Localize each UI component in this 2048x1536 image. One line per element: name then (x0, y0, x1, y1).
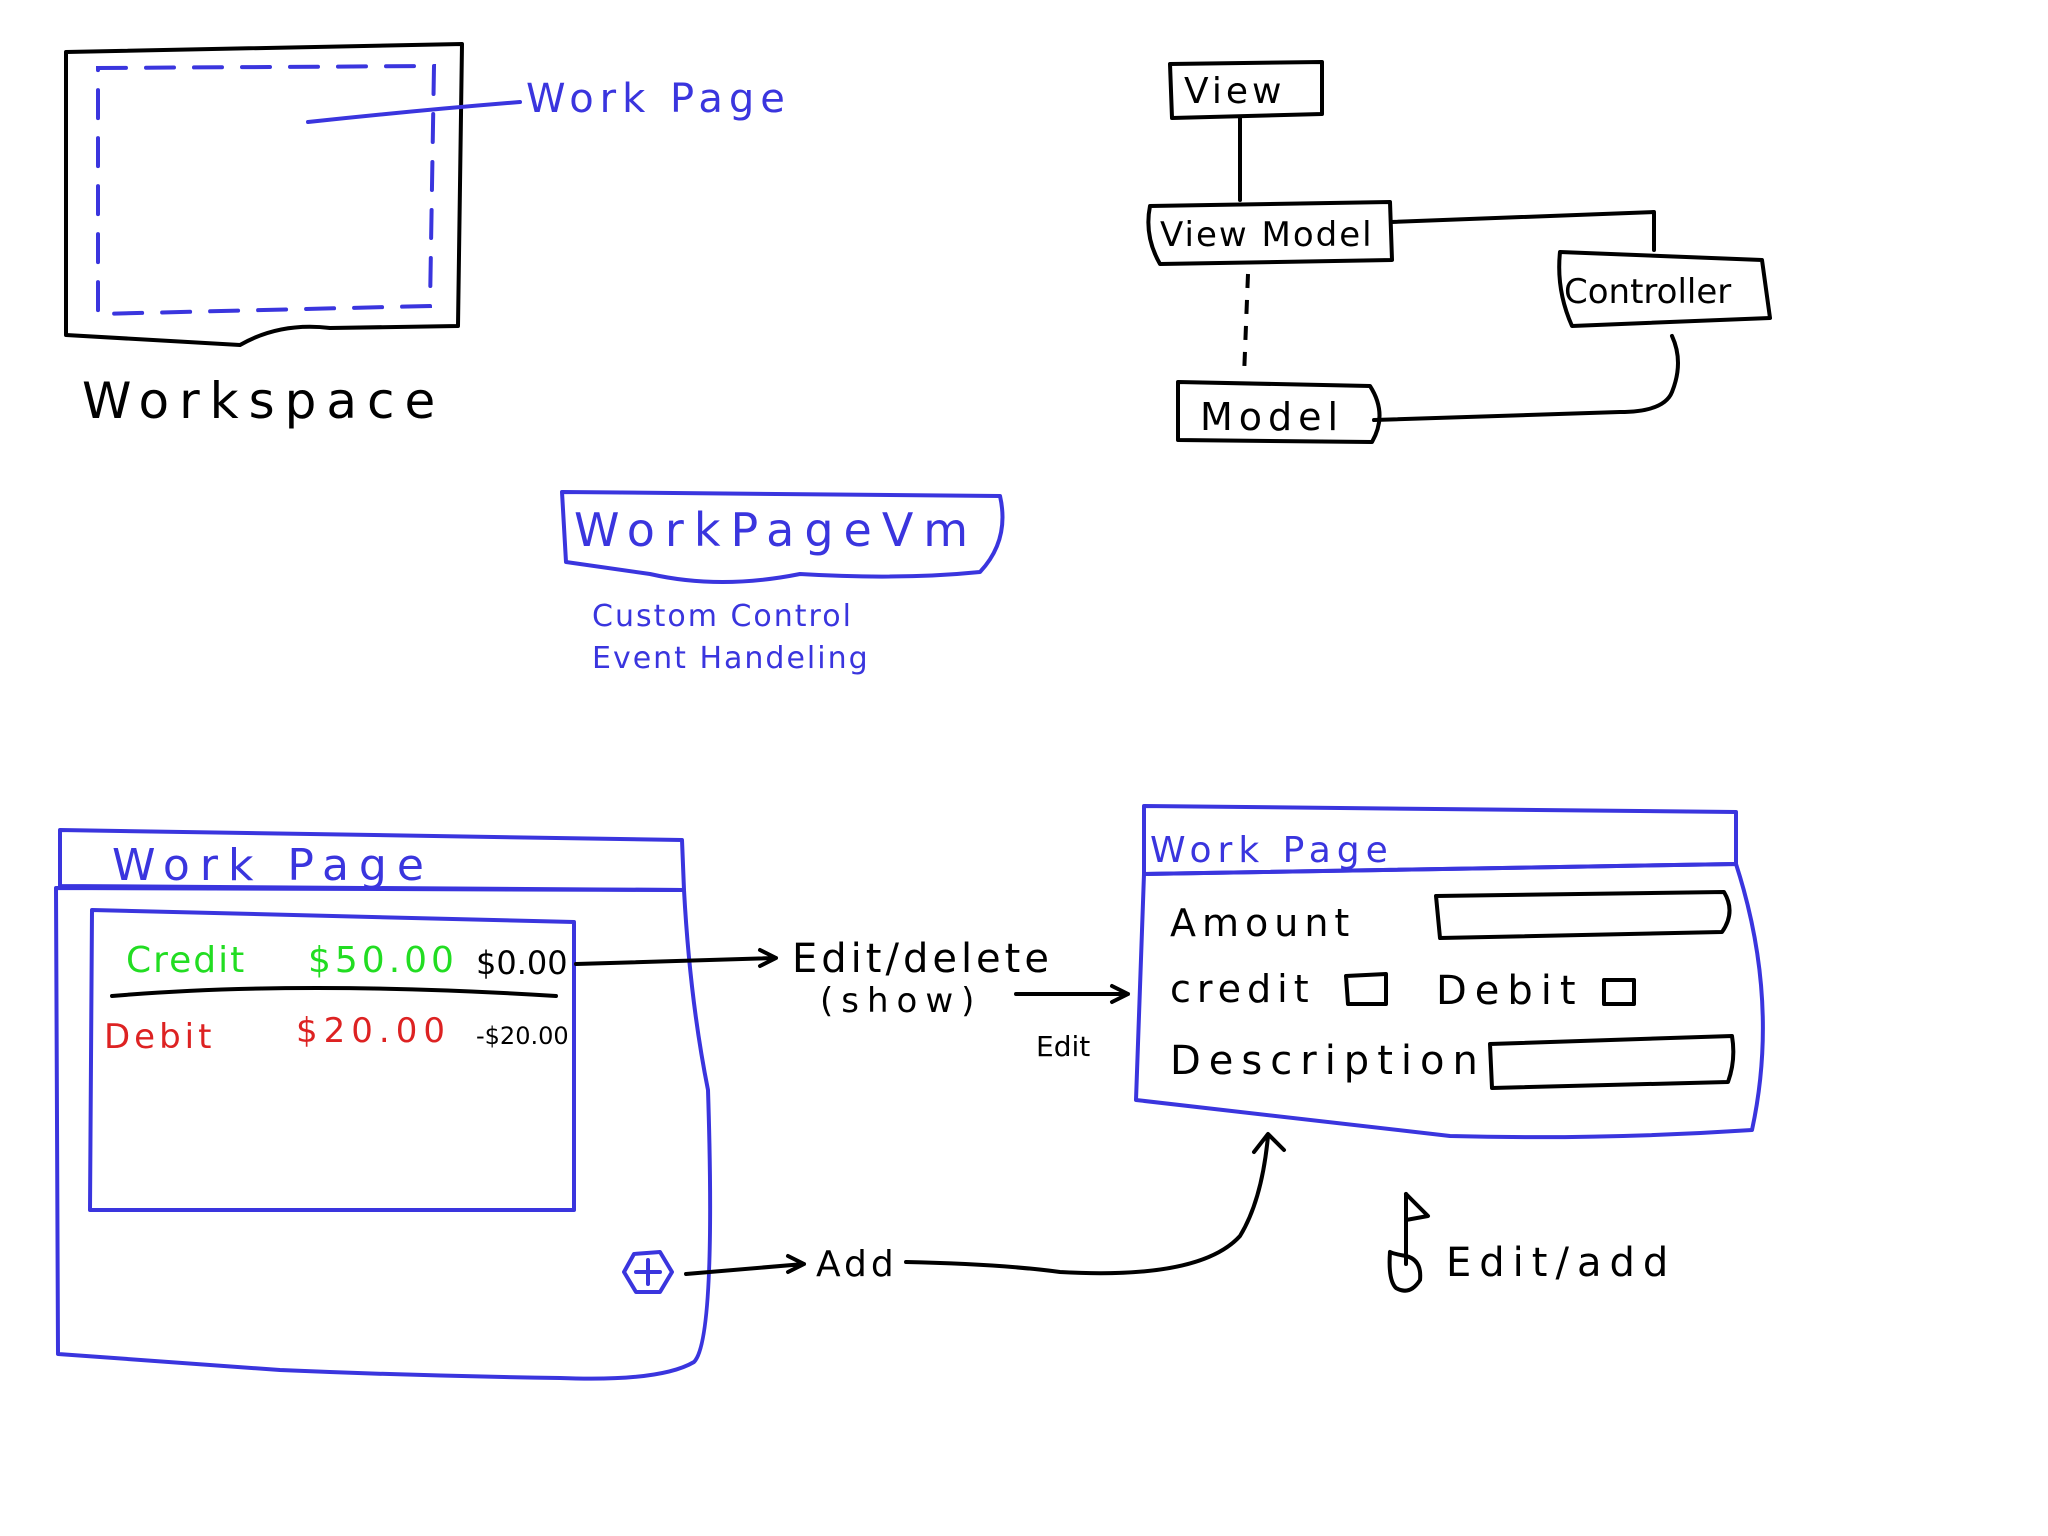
show-arrow (1014, 984, 1130, 1004)
add-to-form-arrow (904, 1132, 1286, 1276)
flow-connectors: Edit/delete (show) Edit Add (574, 936, 1286, 1285)
form-window-body (1134, 862, 1765, 1140)
viewmodel-to-model-link (1242, 273, 1250, 377)
model-node (1176, 380, 1382, 444)
add-label: Add (816, 1244, 898, 1285)
transactions-list-box (88, 908, 576, 1212)
row-2-amount: $20.00 (296, 1011, 451, 1051)
work-page-callout: Work Page (526, 76, 791, 122)
credit-checkbox[interactable] (1344, 972, 1388, 1006)
amount-field[interactable] (1434, 890, 1732, 940)
controller-label: Controller (1564, 272, 1731, 312)
amount-label: Amount (1170, 901, 1355, 945)
show-label: (show) (820, 981, 982, 1021)
list-window-body (54, 886, 713, 1381)
row-divider (110, 986, 558, 998)
debit-label: Debit (1436, 968, 1584, 1014)
workpagevm-box (560, 490, 1005, 584)
workpagevm-note-1: Custom Control (592, 599, 853, 634)
edit-add-text: Edit/add (1446, 1240, 1676, 1286)
edit-delete-label: Edit/delete (792, 936, 1053, 982)
list-window-title: Work Page (112, 840, 434, 891)
work-page-form-mockup: Work Page Amount credit Debit Descriptio… (1134, 804, 1765, 1140)
row-1-type: Credit (126, 940, 246, 981)
edit-delete-arrow (574, 948, 778, 968)
flag-icon (1387, 1192, 1430, 1293)
workspace-frame (64, 42, 464, 347)
work-page-dashed-region (96, 63, 437, 317)
workpagevm-title: WorkPageVm (574, 503, 978, 557)
viewmodel-to-controller-link (1390, 210, 1656, 252)
add-arrow (684, 1254, 806, 1276)
workpagevm-block: WorkPageVm Custom Control Event Handelin… (560, 490, 1005, 676)
description-field[interactable] (1488, 1034, 1736, 1090)
edit-label: Edit (1036, 1030, 1090, 1063)
controller-node (1557, 250, 1772, 328)
work-page-list-mockup: Work Page Credit $50.00 $0.00 Debit $20.… (54, 828, 713, 1381)
viewmodel-label: View Model (1160, 215, 1374, 255)
workpagevm-note-2: Event Handeling (592, 641, 870, 676)
mvc-diagram: View View Model Controller Model (1146, 60, 1772, 444)
row-2-type: Debit (104, 1017, 215, 1057)
controller-to-model-link (1372, 334, 1680, 422)
workspace-caption: Workspace (82, 372, 445, 430)
credit-label: credit (1170, 967, 1315, 1011)
workspace-sketch: Work Page Workspace (64, 42, 791, 430)
row-1-balance[interactable]: $0.00 (476, 944, 568, 982)
edit-add-note: Edit/add (1387, 1192, 1676, 1293)
debit-checkbox[interactable] (1602, 978, 1636, 1006)
plus-circle-icon[interactable] (622, 1250, 674, 1294)
row-1-amount: $50.00 (308, 940, 458, 981)
model-label: Model (1200, 395, 1344, 439)
viewmodel-node (1146, 200, 1394, 266)
work-page-pointer-line (306, 100, 522, 124)
description-label: Description (1170, 1038, 1486, 1084)
form-window-title: Work Page (1150, 830, 1394, 871)
view-node (1168, 60, 1324, 120)
row-2-balance[interactable]: -$20.00 (476, 1022, 569, 1050)
view-label: View (1184, 71, 1285, 112)
